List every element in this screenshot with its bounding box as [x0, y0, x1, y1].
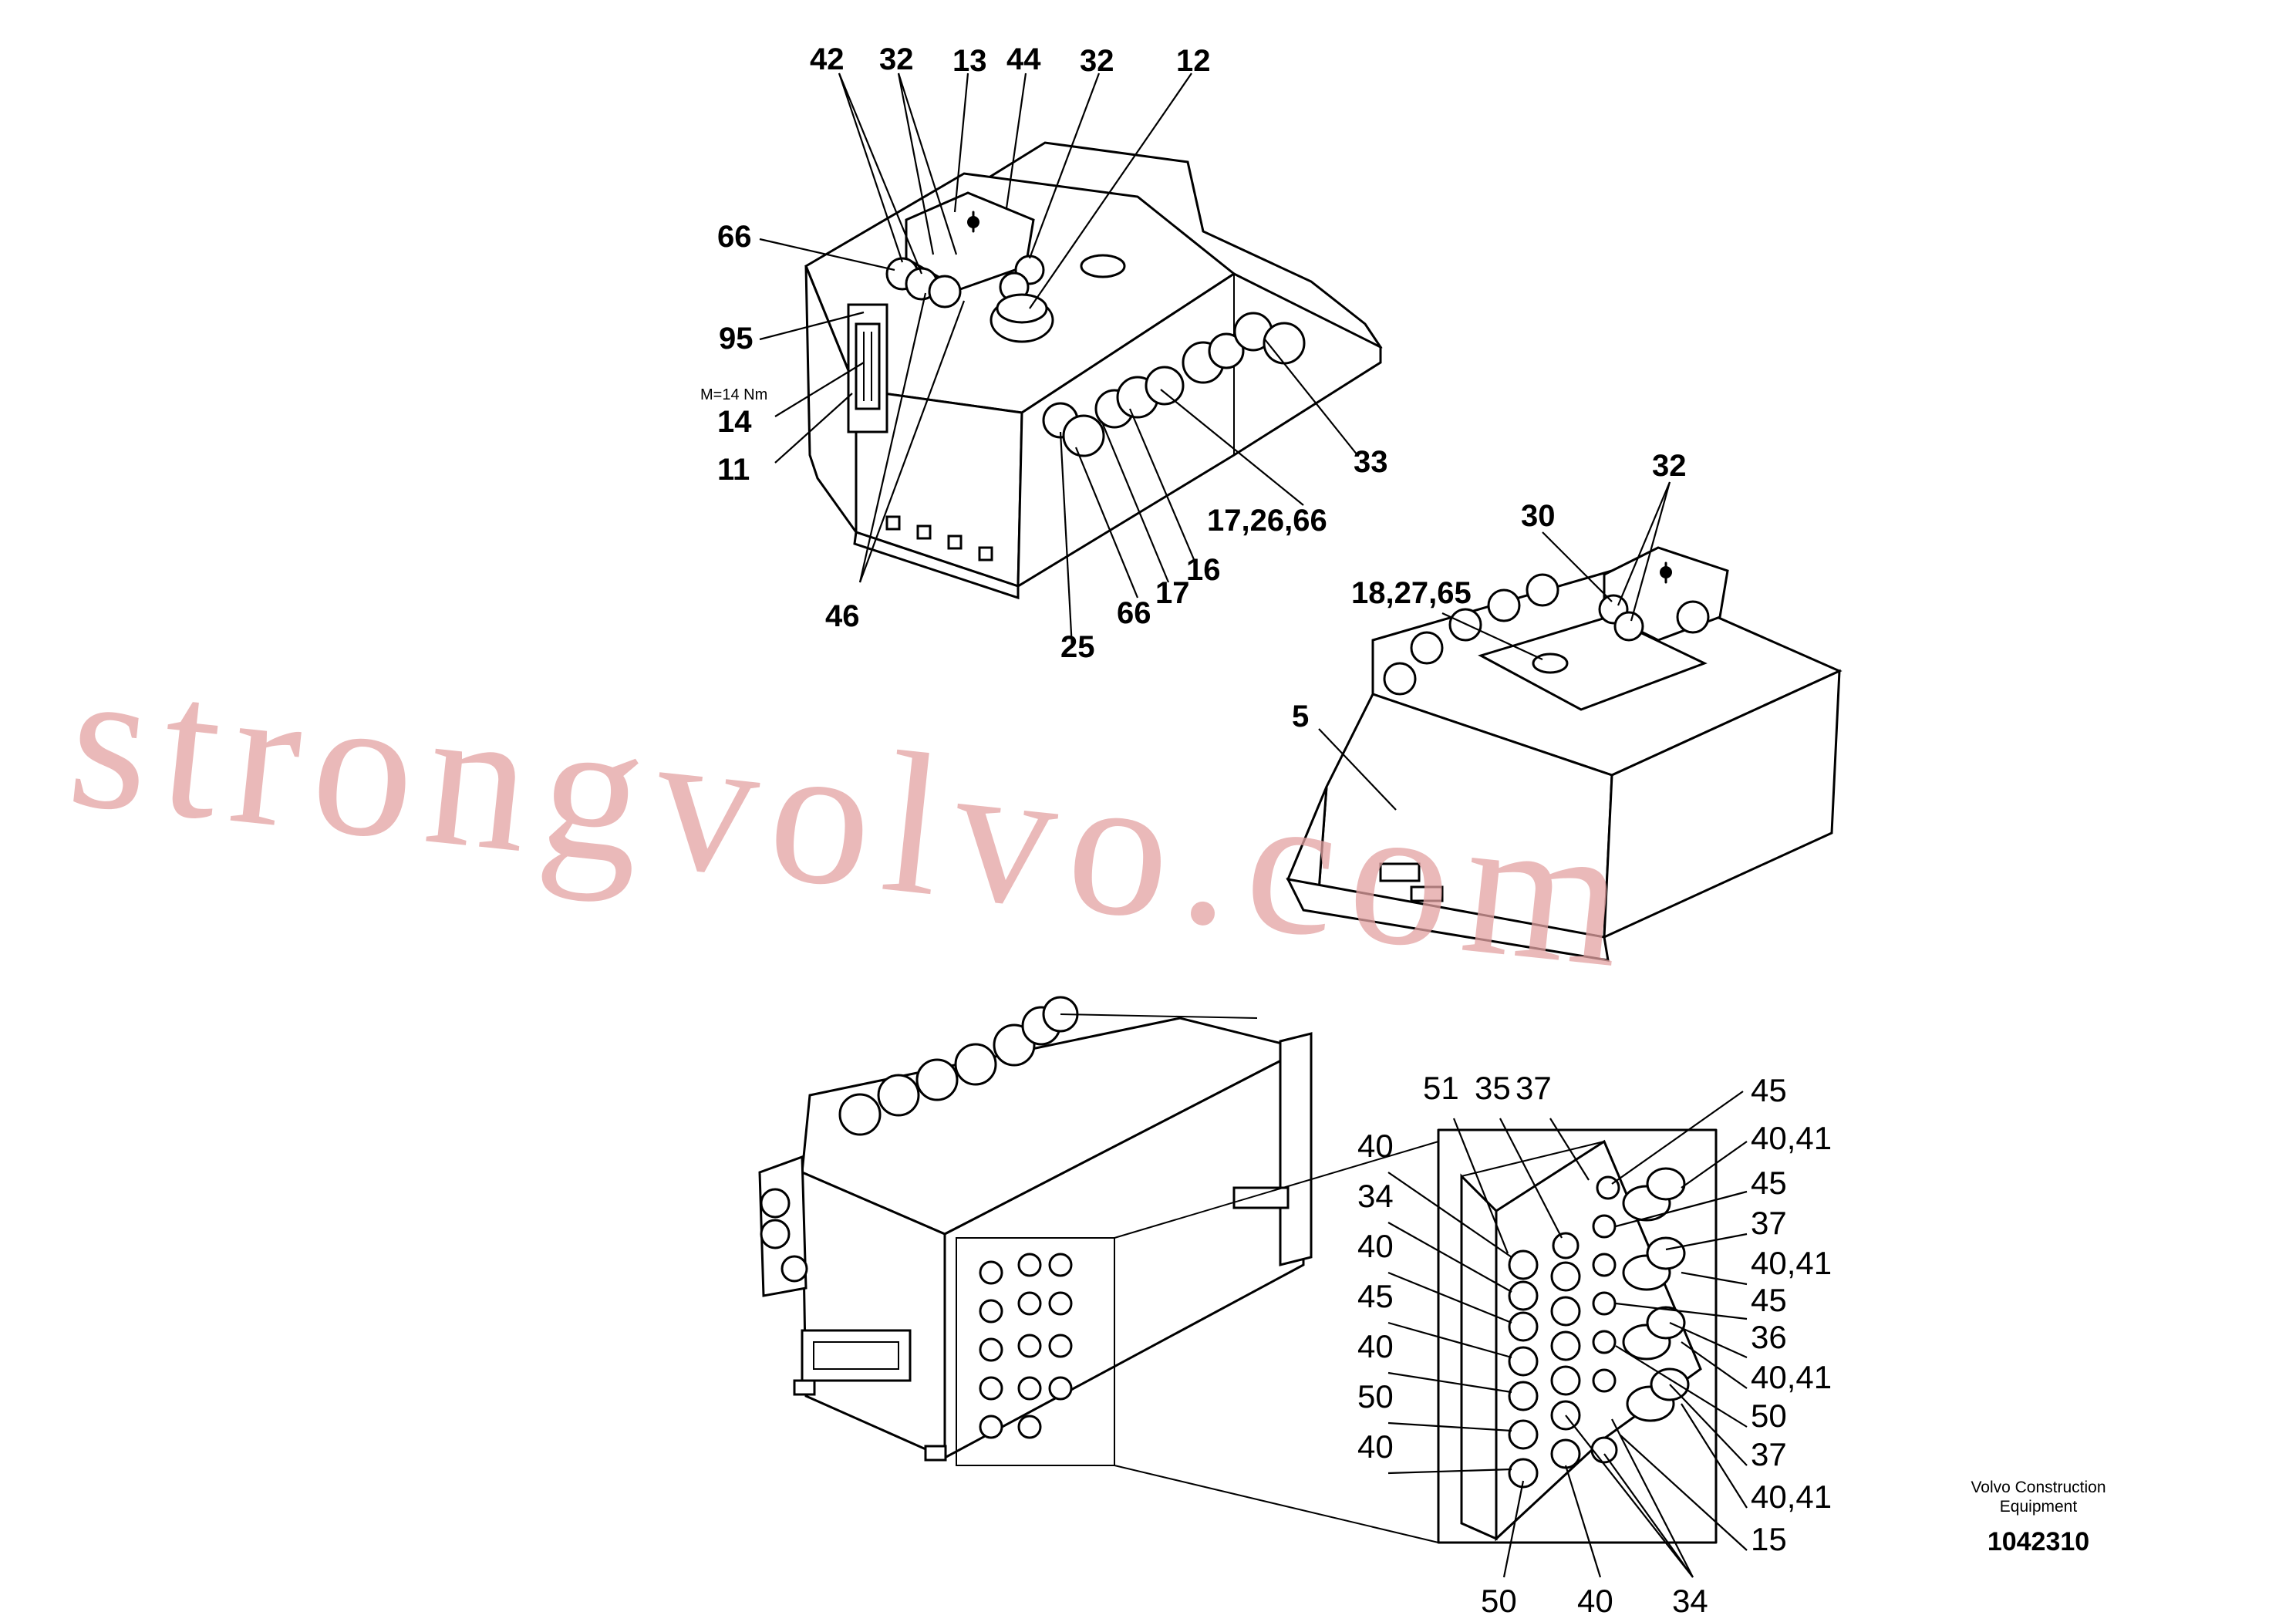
- callout-40-c: 40: [1357, 1328, 1394, 1364]
- callout-95: 95: [719, 322, 754, 356]
- callout-17-26-66: 17,26,66: [1207, 504, 1327, 538]
- callout-40-b: 40: [1357, 1228, 1394, 1264]
- callout-40-d: 40: [1357, 1428, 1394, 1465]
- callout-30: 30: [1521, 499, 1556, 533]
- callout-5: 5: [1292, 700, 1309, 733]
- callout-36: 36: [1751, 1319, 1787, 1355]
- callout-17: 17: [1155, 576, 1190, 610]
- callout-15: 15: [1751, 1521, 1787, 1557]
- callout-14: 14: [717, 405, 752, 439]
- callout-66-a: 66: [717, 220, 752, 254]
- detail-connector-grid: [1508, 1167, 1690, 1489]
- callout-37-b: 37: [1751, 1205, 1787, 1241]
- hose-fittings-row: [1042, 312, 1306, 457]
- torque-note: M=14 Nm: [700, 386, 767, 403]
- callout-25: 25: [1060, 630, 1095, 664]
- callout-51: 51: [1423, 1070, 1459, 1106]
- callout-32-c: 32: [1652, 449, 1687, 483]
- connector-detail-drawing: [1437, 1128, 1718, 1544]
- callout-45-d: 45: [1751, 1282, 1787, 1318]
- callout-50-b: 50: [1751, 1398, 1787, 1434]
- callout-66-b: 66: [1117, 596, 1151, 630]
- callout-40-a: 40: [1357, 1128, 1394, 1164]
- callout-37-c: 37: [1751, 1436, 1787, 1472]
- bottom-assembly-drawing: [758, 996, 1313, 1466]
- brand-line-2: Equipment: [2000, 1498, 2078, 1516]
- callout-40-41-b: 40,41: [1751, 1245, 1832, 1281]
- brand-line-1: Volvo Construction: [1971, 1479, 2106, 1496]
- callout-40-41-d: 40,41: [1751, 1479, 1832, 1515]
- callout-12: 12: [1176, 44, 1211, 78]
- callout-50-c: 50: [1481, 1583, 1517, 1619]
- top-assembly-drawing: [804, 141, 1383, 600]
- callout-45-c: 45: [1751, 1165, 1787, 1201]
- middle-assembly-drawing: [1286, 546, 1843, 962]
- callout-32-b: 32: [1080, 44, 1114, 78]
- middle-view-callouts: 32 30 18,27,65 5: [1292, 449, 1687, 733]
- callout-34-a: 34: [1357, 1178, 1394, 1214]
- callout-11: 11: [717, 453, 750, 487]
- small-connector-grid: [979, 1253, 1073, 1439]
- title-block: Volvo Construction Equipment 1042310: [1971, 1479, 2106, 1556]
- callout-16: 16: [1186, 553, 1221, 587]
- callout-45-b: 45: [1751, 1072, 1787, 1108]
- detail-left-callouts: 51 35 37 40 34 40 45 40 50 40: [1357, 1070, 1552, 1465]
- callout-37-a: 37: [1515, 1070, 1552, 1106]
- callout-42: 42: [810, 42, 845, 76]
- top-view-callouts: 42 32 13 44 32 12 66 95 M=14 Nm 14 11 46…: [700, 42, 1388, 664]
- callout-13: 13: [952, 44, 987, 78]
- callout-34-b: 34: [1672, 1583, 1708, 1619]
- callout-40-41-a: 40,41: [1751, 1120, 1832, 1156]
- callout-46: 46: [825, 599, 860, 633]
- callout-32-a: 32: [879, 42, 914, 76]
- bottom-hose-fittings: [838, 996, 1079, 1136]
- detail-right-callouts: 45 40,41 45 37 40,41 45 36 40,41 50 37 4…: [1751, 1072, 1832, 1557]
- callout-50-a: 50: [1357, 1378, 1394, 1415]
- callout-40-41-c: 40,41: [1751, 1359, 1832, 1395]
- detail-bottom-callouts: 50 40 34: [1481, 1583, 1708, 1619]
- callout-35: 35: [1475, 1070, 1511, 1106]
- callout-45-a: 45: [1357, 1278, 1394, 1314]
- callout-40-e: 40: [1577, 1583, 1613, 1619]
- part-number: 1042310: [1988, 1527, 2089, 1556]
- callout-33: 33: [1354, 445, 1388, 479]
- callout-44: 44: [1006, 42, 1041, 76]
- callout-18-27-65: 18,27,65: [1351, 576, 1472, 610]
- leader-lines: [759, 73, 1748, 1578]
